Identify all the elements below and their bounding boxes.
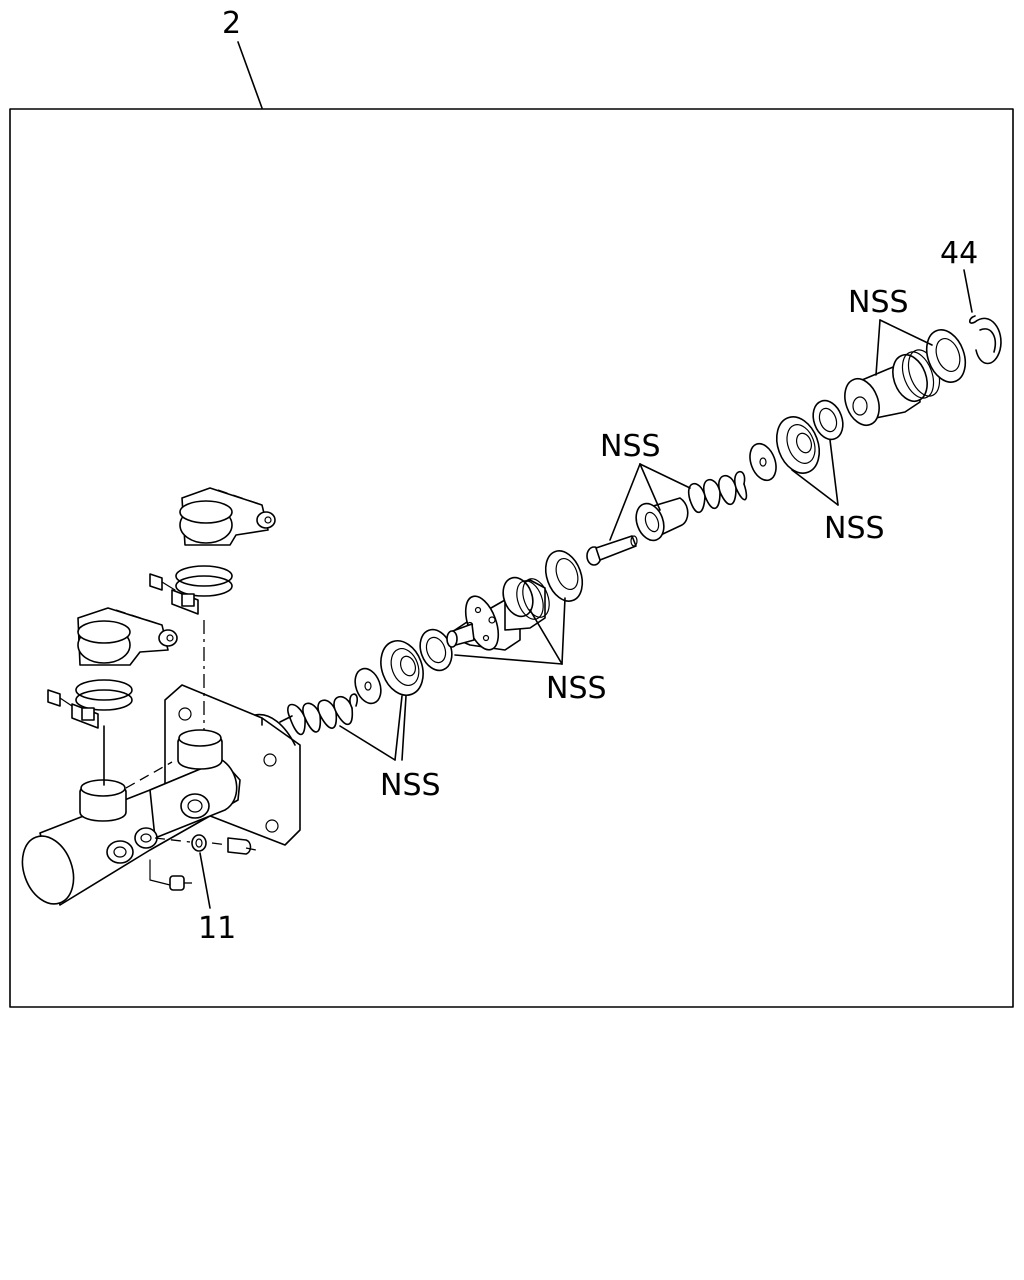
stop-bolt[interactable] xyxy=(586,535,638,566)
leader-assembly xyxy=(237,41,263,109)
callout-assembly[interactable]: 2 xyxy=(222,6,241,41)
cup-seal-secondary[interactable] xyxy=(539,546,589,606)
diagram-frame xyxy=(9,108,1014,1008)
reservoir-hose-upper[interactable] xyxy=(179,487,276,546)
bleeder-screw[interactable] xyxy=(149,859,192,891)
callout-retaining-ring[interactable]: 44 xyxy=(940,236,978,271)
callout-nss-top-right[interactable]: NSS xyxy=(848,285,909,320)
reservoir-hose-lower[interactable] xyxy=(77,607,178,666)
cup-seal-primary[interactable] xyxy=(374,635,431,701)
retaining-ring[interactable] xyxy=(968,315,1002,365)
callout-nss-lower-left[interactable]: NSS xyxy=(380,768,441,803)
cup-seal-tertiary[interactable] xyxy=(769,411,826,479)
callout-nss-mid-top[interactable]: NSS xyxy=(600,429,661,464)
callout-nss-right-lower[interactable]: NSS xyxy=(824,511,885,546)
callout-nss-center[interactable]: NSS xyxy=(546,671,607,706)
cup-seal-rear[interactable] xyxy=(920,324,972,387)
spring-retainer[interactable] xyxy=(631,497,689,544)
bolt-small[interactable] xyxy=(211,837,257,855)
master-cylinder-body[interactable] xyxy=(13,684,301,911)
spring-seat-secondary[interactable] xyxy=(745,440,781,484)
washer[interactable] xyxy=(191,834,207,852)
return-spring-secondary[interactable] xyxy=(687,470,748,514)
secondary-piston[interactable] xyxy=(839,346,946,430)
packing-ring-secondary[interactable] xyxy=(808,396,848,443)
callout-washer[interactable]: 11 xyxy=(198,911,236,946)
return-spring-primary[interactable] xyxy=(279,693,359,736)
spring-seat[interactable] xyxy=(351,665,386,707)
hose-clamp-upper[interactable] xyxy=(149,565,233,615)
leader-retaining-ring xyxy=(963,269,973,313)
hose-clamp-lower[interactable] xyxy=(47,679,133,729)
leader-washer xyxy=(199,852,211,909)
primary-piston[interactable] xyxy=(446,573,554,654)
